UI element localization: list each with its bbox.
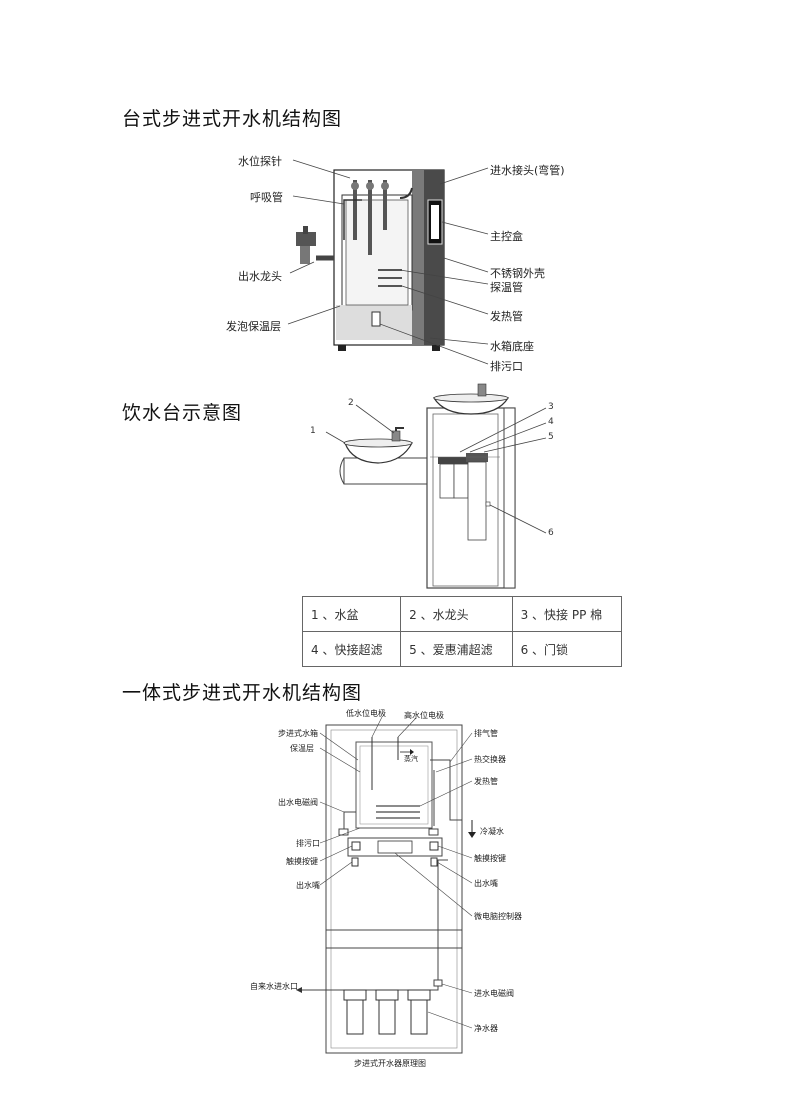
label-steam: 蒸汽 (404, 755, 418, 763)
diagram-caption: 步进式开水器原理图 (354, 1059, 426, 1068)
label-stepped-tank: 步进式水箱 (278, 729, 318, 738)
label-heating-tube-2: 发热管 (474, 777, 498, 786)
legend-cell: 6 、门锁 (511, 631, 623, 667)
label-condensate: 冷凝水 (480, 827, 504, 836)
label-tank-base: 水箱底座 (490, 340, 534, 353)
section2-title: 饮水台示意图 (122, 402, 243, 424)
label-touch-key-right: 触摸按键 (474, 854, 506, 863)
legend-cell: 3 、快接 PP 棉 (511, 596, 623, 632)
label-water-purifier: 净水器 (474, 1024, 498, 1033)
label-exhaust-pipe: 排气管 (474, 729, 498, 738)
label-outlet-solenoid-valve: 出水电磁阀 (278, 798, 318, 807)
label-water-level-probe: 水位探针 (238, 155, 282, 168)
label-heating-tube: 发热管 (490, 310, 523, 323)
label-stainless-shell: 不锈钢外壳 (490, 267, 545, 280)
section3-title: 一体式步进式开水机结构图 (122, 682, 363, 704)
label-drain-outlet: 排污口 (490, 360, 523, 373)
label-outlet-faucet: 出水龙头 (238, 270, 282, 283)
label-drain-port: 排污口 (296, 839, 320, 848)
callout-2: 2 (348, 398, 354, 408)
callout-4: 4 (548, 417, 554, 427)
label-inlet-connector: 进水接头(弯管) (490, 164, 565, 177)
filter-cartridge (375, 989, 399, 1035)
filter-cartridge (407, 989, 431, 1035)
legend-cell: 5 、爱惠浦超滤 (400, 631, 513, 667)
label-high-level-electrode: 高水位电极 (404, 711, 444, 720)
legend-row: 4 、快接超滤 5 、爱惠浦超滤 6 、门锁 (301, 631, 623, 667)
label-inlet-solenoid-valve: 进水电磁阀 (474, 989, 514, 998)
label-breathing-pipe: 呼吸管 (250, 191, 283, 204)
callout-1: 1 (310, 426, 316, 436)
label-microcomputer-controller: 微电脑控制器 (474, 912, 522, 921)
section1-title: 台式步进式开水机结构图 (122, 108, 343, 130)
callout-6: 6 (548, 528, 554, 538)
callout-5: 5 (548, 432, 554, 442)
label-insulation-layer: 保温层 (290, 744, 314, 753)
label-main-control-box: 主控盒 (490, 230, 523, 243)
label-heat-exchanger: 热交换器 (474, 755, 506, 764)
callout-3: 3 (548, 402, 554, 412)
parts-legend-table: 1 、水盆 2 、水龙头 3 、快接 PP 棉 4 、快接超滤 5 、爱惠浦超滤… (301, 596, 623, 667)
label-temperature-probe: 探温管 (490, 281, 523, 294)
label-nozzle-left: 出水嘴 (296, 881, 320, 890)
label-foam-insulation: 发泡保温层 (226, 320, 281, 333)
label-tap-water-inlet: 自来水进水口 (250, 982, 298, 991)
label-low-level-electrode: 低水位电极 (346, 709, 386, 718)
label-nozzle-right: 出水嘴 (474, 879, 498, 888)
label-touch-key-left: 触摸按键 (286, 857, 318, 866)
filter-cartridge (343, 989, 367, 1035)
